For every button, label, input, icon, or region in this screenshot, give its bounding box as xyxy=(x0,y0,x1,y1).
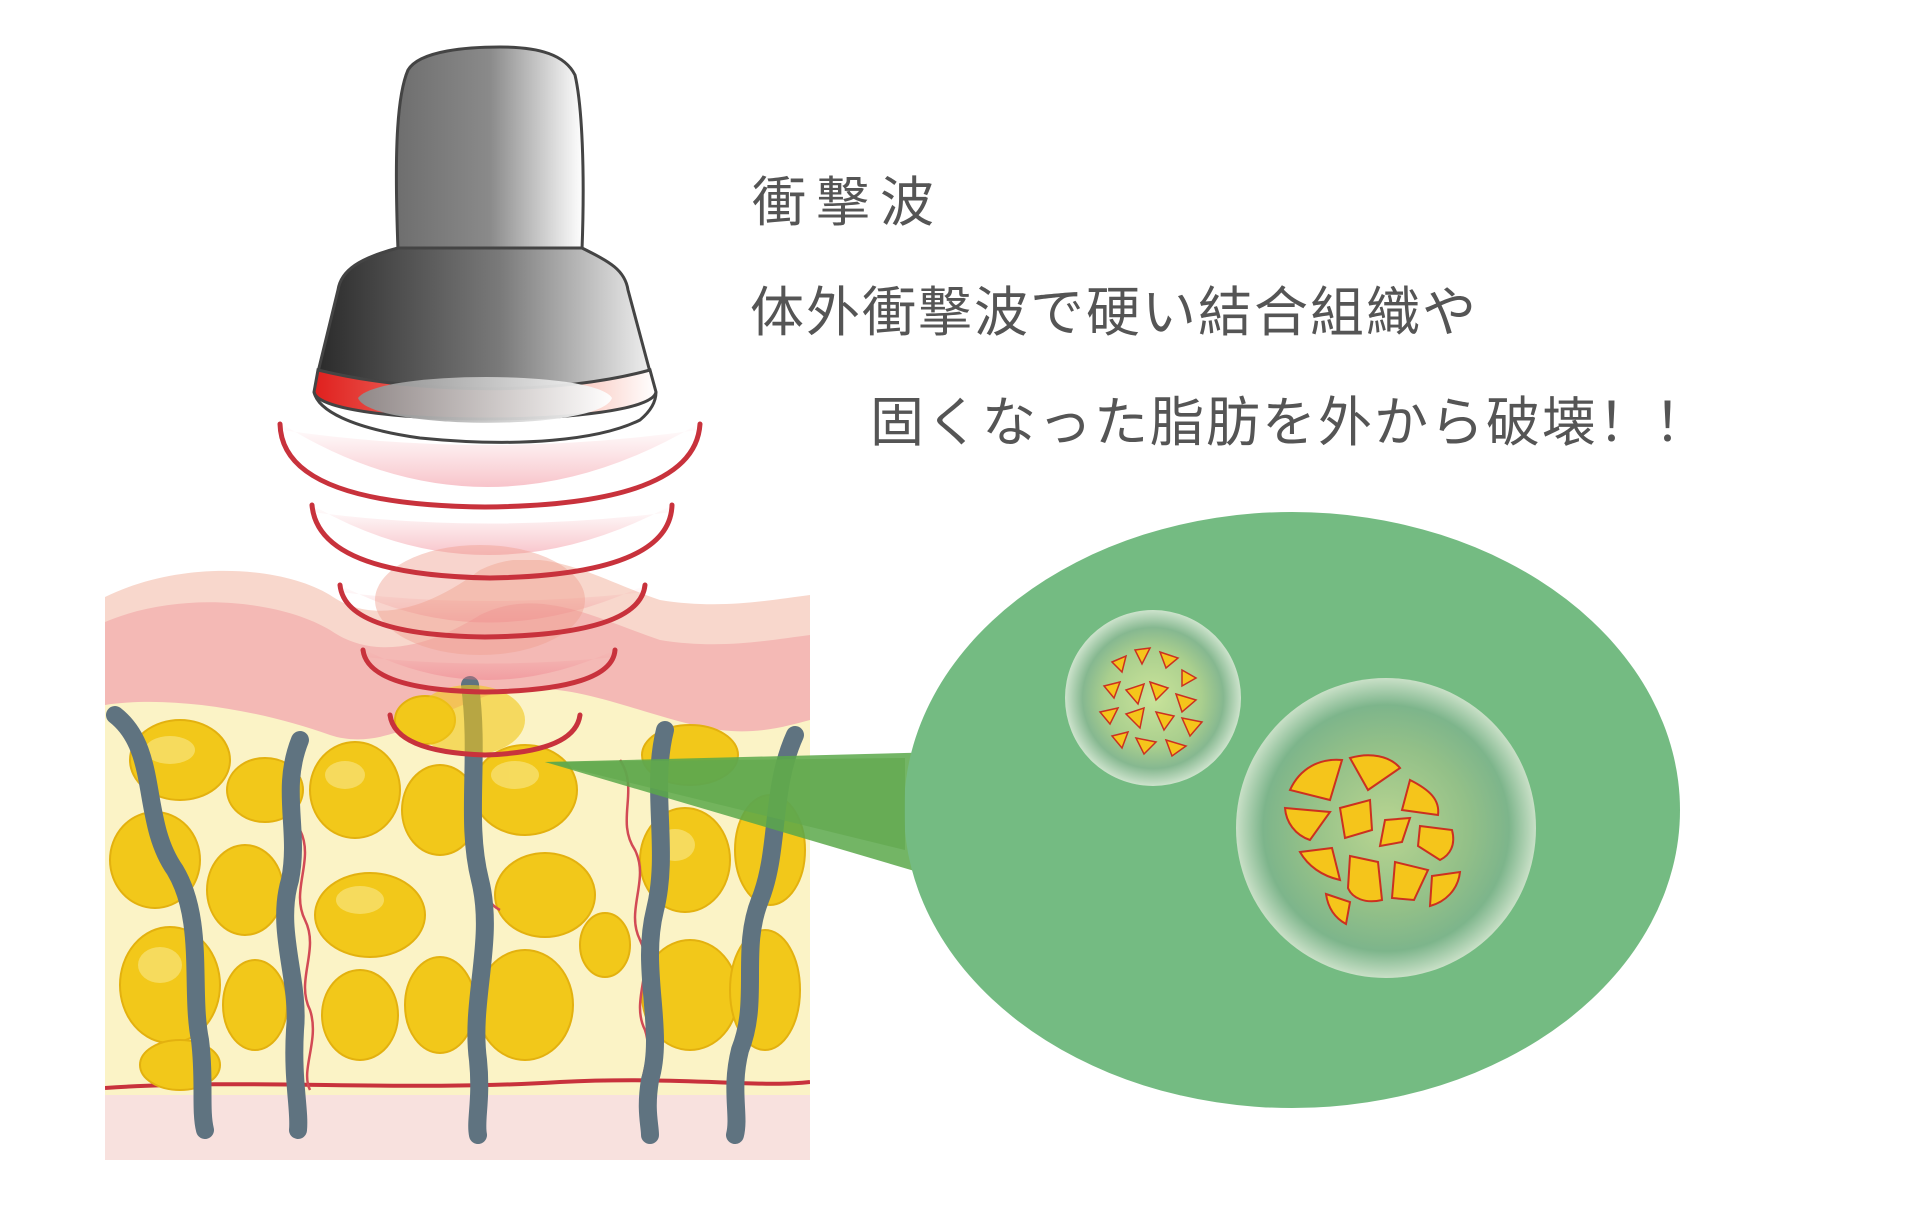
broken-fat-cell-icon xyxy=(1065,610,1241,786)
description-line-2: 固くなった脂肪を外から破壊！！ xyxy=(870,378,1710,457)
heading: 衝撃波 xyxy=(752,158,944,237)
shockwave-device-icon xyxy=(314,47,656,442)
broken-fat-cell-icon xyxy=(1236,678,1536,978)
description-line-1: 体外衝撃波で硬い結合組織や xyxy=(750,268,1478,347)
